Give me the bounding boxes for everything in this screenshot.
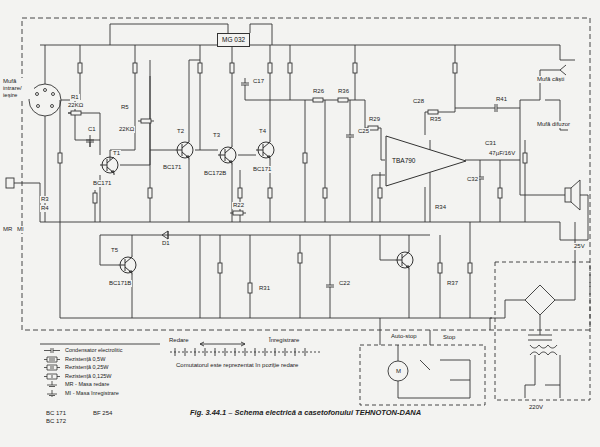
- legend-text: Rezistență 0,5W: [65, 356, 105, 362]
- component-label: BC171B: [108, 280, 132, 287]
- component-label: 220V: [528, 404, 544, 411]
- component-label: M: [395, 368, 402, 375]
- legend-symbol: [42, 364, 62, 371]
- legend-row: Rezistență 0,25W: [42, 364, 108, 371]
- component-label: C22: [338, 280, 351, 287]
- legend-symbol: [42, 390, 62, 397]
- component-label: R29: [368, 116, 381, 123]
- legend-text: Condensator electrolitic: [65, 347, 122, 353]
- component-label: Stop: [442, 334, 456, 341]
- component-label: BC171: [92, 180, 112, 187]
- component-label: T3: [212, 132, 221, 139]
- component-label: D1: [161, 240, 171, 247]
- component-label: R34: [434, 204, 447, 211]
- component-label: BC172B: [203, 170, 227, 177]
- component-label: R36: [337, 88, 350, 95]
- component-label: BC 171: [45, 410, 67, 417]
- component-label: C32: [466, 176, 479, 183]
- component-label: C17: [252, 78, 265, 85]
- legend-symbol: [42, 373, 62, 380]
- component-label: 25V: [573, 243, 586, 250]
- component-label: R5: [120, 104, 130, 111]
- component-label: R35: [429, 116, 442, 123]
- legend-symbol: [42, 356, 62, 363]
- component-label: R22: [232, 202, 245, 209]
- legend-symbol: [42, 347, 62, 354]
- component-label: T2: [176, 128, 185, 135]
- component-label: T4: [258, 128, 267, 135]
- tape-head-box: MG 032: [217, 33, 250, 47]
- component-label: Mufă căști: [536, 76, 565, 83]
- component-label: BF 254: [92, 410, 113, 417]
- component-label: R26: [312, 88, 325, 95]
- component-label: 22KΩ: [118, 126, 135, 133]
- component-label: MR: [2, 226, 13, 233]
- component-label: R1: [70, 94, 80, 101]
- legend-text: Rezistență 0,125W: [65, 373, 111, 379]
- component-label: 22KΩ: [67, 102, 84, 109]
- component-label: R41: [495, 96, 508, 103]
- component-label: Comutatorul este reprezentat în poziție …: [175, 362, 317, 369]
- component-label: Redare: [168, 337, 190, 344]
- figure-caption: Fig. 3.44.1 – Schema electrică a casetof…: [190, 408, 421, 417]
- legend-row: Rezistență 0,125W: [42, 373, 111, 380]
- legend-row: Rezistență 0,5W: [42, 356, 105, 363]
- amplifier-triangle: TBA790: [385, 135, 467, 187]
- component-label: 47µF/16V: [488, 150, 516, 157]
- legend-text: Rezistență 0,25W: [65, 364, 108, 370]
- component-label: Mufă intrare/ ieșire: [2, 78, 34, 99]
- legend-text: MR - Masa redare: [65, 381, 109, 387]
- component-label: R4: [40, 205, 50, 212]
- node-text: TBA790: [392, 157, 416, 165]
- legend-row: MR - Masa redare: [42, 381, 109, 388]
- component-label: R37: [446, 280, 459, 287]
- component-label: C1: [87, 126, 97, 133]
- component-label: Mufă difuzor: [536, 121, 571, 128]
- node-text: MG 032: [222, 36, 245, 44]
- component-label: Înregistrare: [268, 337, 300, 344]
- component-label: BC 172: [45, 418, 67, 425]
- component-label: C28: [412, 98, 425, 105]
- component-label: Auto-stop: [390, 333, 418, 340]
- component-label: BC171: [162, 164, 182, 171]
- legend-row: MI - Masa înregistrare: [42, 390, 119, 397]
- legend-row: Condensator electrolitic: [42, 347, 122, 354]
- component-label: T1: [112, 150, 121, 157]
- component-label: MI: [16, 226, 25, 233]
- component-label: R3: [40, 196, 50, 203]
- component-label: C25: [357, 128, 370, 135]
- component-label: C31: [484, 140, 497, 147]
- component-label: R31: [258, 285, 271, 292]
- legend-symbol: [42, 381, 62, 388]
- component-label: BC171: [252, 166, 272, 173]
- component-label: T5: [110, 247, 119, 254]
- legend-text: MI - Masa înregistrare: [65, 390, 119, 396]
